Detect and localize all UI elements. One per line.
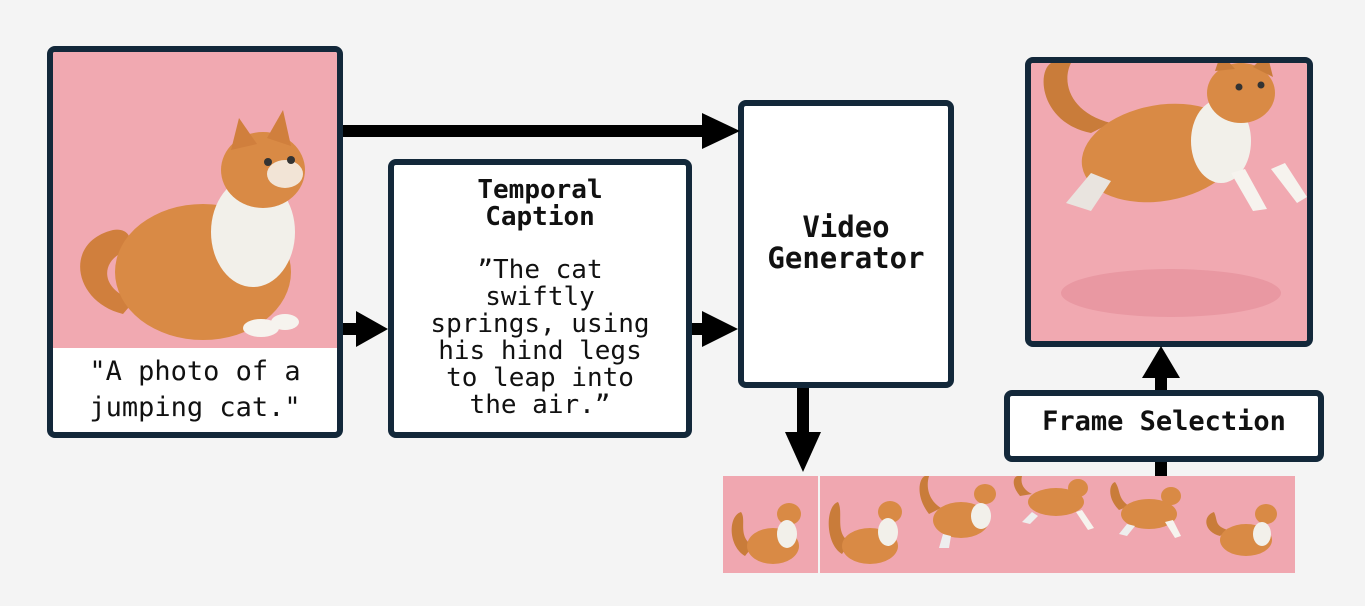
video-generator-label: Video Generator	[767, 210, 925, 275]
video-generator-box: Video Generator	[738, 100, 954, 388]
arrow-right-icon	[343, 311, 388, 347]
jumping-cat-photo	[1031, 63, 1307, 341]
frame-selection-label: Frame Selection	[1042, 406, 1286, 437]
video-frame	[820, 476, 915, 573]
arrow-up-icon	[1142, 346, 1180, 390]
video-frame	[915, 476, 1010, 573]
arrow-down-icon	[785, 388, 821, 472]
video-frame	[723, 476, 818, 573]
arrow-right-icon	[692, 311, 738, 347]
output-image-box	[1025, 57, 1313, 347]
input-image-box: "A photo of a jumping cat."	[47, 46, 343, 438]
temporal-caption-text: ”The cat swiftly springs, using his hind…	[430, 255, 650, 420]
arrow-right-icon	[343, 113, 740, 149]
video-frame	[1105, 476, 1200, 573]
video-frame	[1010, 476, 1105, 573]
cat-photo	[53, 52, 337, 348]
input-caption: "A photo of a jumping cat."	[89, 356, 301, 423]
frame-selection-box: Frame Selection	[1004, 390, 1324, 462]
temporal-caption-box: Temporal Caption ”The cat swiftly spring…	[388, 159, 692, 438]
video-frame	[1200, 476, 1295, 573]
arrow-up-icon	[1155, 462, 1167, 476]
temporal-caption-title: Temporal Caption	[477, 175, 603, 232]
